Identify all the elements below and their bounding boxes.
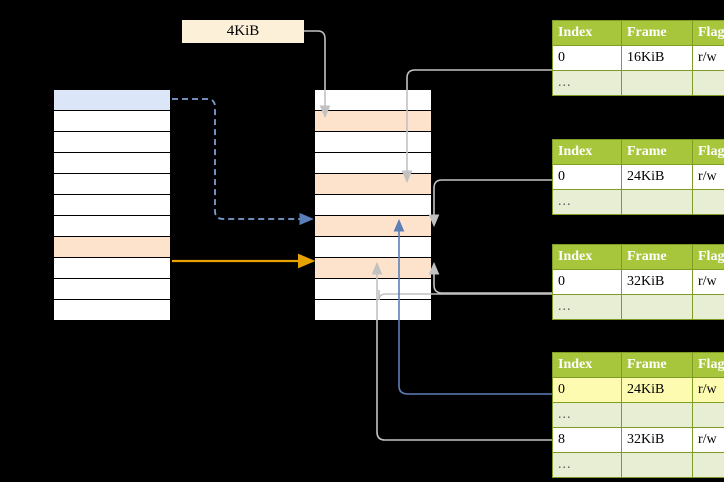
page-table-2-header-index: Index (552, 139, 622, 165)
page-table-4-r1-frame-cell (621, 402, 693, 428)
page-table-4-r3-frame-cell (621, 452, 693, 478)
middle-memory-column-row-9 (314, 278, 432, 300)
page-table-4-header-frame: Frame (621, 352, 693, 378)
page-table-2-r1-index-cell: ... (552, 189, 622, 215)
middle-memory-column-row-3 (314, 152, 432, 174)
page-table-3-row: ... (552, 294, 724, 320)
middle-memory-column-row-8 (314, 257, 432, 279)
left-memory-column-row-10 (53, 299, 171, 321)
page-table-4-header-flags: Flags (692, 352, 724, 378)
left-memory-column-row-7 (53, 236, 171, 258)
page-table-4-header-row: IndexFrameFlags (552, 352, 724, 378)
left-memory-column (52, 88, 172, 322)
page-table-1-header-row: IndexFrameFlags (552, 20, 724, 46)
page-table-3-r1-index-cell: ... (552, 294, 622, 320)
page-table-2-row: ... (552, 189, 724, 215)
middle-memory-column (313, 88, 433, 322)
page-table-1-r0-frame-cell: 16KiB (621, 45, 693, 71)
page-table-1: IndexFrameFlags016KiBr/w... (552, 20, 724, 96)
page-table-4-r3-index-cell: ... (552, 452, 622, 478)
page-table-1-r0-index-cell: 0 (552, 45, 622, 71)
page-table-3-header-row: IndexFrameFlags (552, 244, 724, 270)
middle-memory-column-row-4 (314, 173, 432, 195)
left-memory-column-row-9 (53, 278, 171, 300)
left-memory-column-row-0 (53, 89, 171, 111)
page-table-4-row: ... (552, 452, 724, 478)
page-table-3-r1-frame-cell (621, 294, 693, 320)
middle-memory-column-row-6 (314, 215, 432, 237)
page-table-2-r1-flags-cell (692, 189, 724, 215)
page-table-2-r0-frame-cell: 24KiB (621, 164, 693, 190)
middle-memory-column-row-7 (314, 236, 432, 258)
page-table-1-row: ... (552, 70, 724, 96)
middle-memory-column-row-5 (314, 194, 432, 216)
page-table-2-header-flags: Flags (692, 139, 724, 165)
page-table-2: IndexFrameFlags024KiBr/w... (552, 139, 724, 215)
dashed-blue-left-to-middle (172, 98, 314, 226)
left-memory-column-row-6 (53, 215, 171, 237)
page-table-3-header-flags: Flags (692, 244, 724, 270)
left-memory-column-row-8 (53, 257, 171, 279)
page-size-label: 4KiB (182, 20, 304, 43)
page-table-1-r1-index-cell: ... (552, 70, 622, 96)
page-table-3-r0-frame-cell: 32KiB (621, 269, 693, 295)
middle-memory-column-row-10 (314, 299, 432, 321)
page-table-4-r2-index-cell: 8 (552, 427, 622, 453)
page-table-2-header-row: IndexFrameFlags (552, 139, 724, 165)
page-table-4-r2-frame-cell: 32KiB (621, 427, 693, 453)
page-table-4-r1-index-cell: ... (552, 402, 622, 428)
page-table-2-r0-flags-cell: r/w (692, 164, 724, 190)
page-table-4-r2-flags-cell: r/w (692, 427, 724, 453)
left-memory-column-row-2 (53, 131, 171, 153)
page-table-1-header-flags: Flags (692, 20, 724, 46)
page-table-1-header-index: Index (552, 20, 622, 46)
page-table-4-r0-index-cell: 0 (552, 377, 622, 403)
middle-memory-column-row-0 (314, 89, 432, 111)
left-memory-column-row-3 (53, 152, 171, 174)
page-table-4-r3-flags-cell (692, 452, 724, 478)
page-table-3-header-index: Index (552, 244, 622, 270)
page-table-4-r0-flags-cell: r/w (692, 377, 724, 403)
page-table-4: IndexFrameFlags024KiBr/w...832KiBr/w... (552, 352, 724, 478)
page-table-1-r1-flags-cell (692, 70, 724, 96)
page-table-3-r0-flags-cell: r/w (692, 269, 724, 295)
page-table-3-header-frame: Frame (621, 244, 693, 270)
page-table-3: IndexFrameFlags032KiBr/w... (552, 244, 724, 320)
middle-memory-column-row-1 (314, 110, 432, 132)
page-table-4-r1-flags-cell (692, 402, 724, 428)
page-table-1-r0-flags-cell: r/w (692, 45, 724, 71)
page-table-3-r0-index-cell: 0 (552, 269, 622, 295)
middle-memory-column-row-2 (314, 131, 432, 153)
page-table-1-header-frame: Frame (621, 20, 693, 46)
page-table-4-row: ... (552, 402, 724, 428)
left-memory-column-row-1 (53, 110, 171, 132)
page-table-4-r0-frame-cell: 24KiB (621, 377, 693, 403)
page-table-3-r1-flags-cell (692, 294, 724, 320)
page-table-1-r1-frame-cell (621, 70, 693, 96)
page-table-2-r0-index-cell: 0 (552, 164, 622, 190)
page-table-2-header-frame: Frame (621, 139, 693, 165)
page-table-4-header-index: Index (552, 352, 622, 378)
page-table-2-r1-frame-cell (621, 189, 693, 215)
left-memory-column-row-5 (53, 194, 171, 216)
left-memory-column-row-4 (53, 173, 171, 195)
